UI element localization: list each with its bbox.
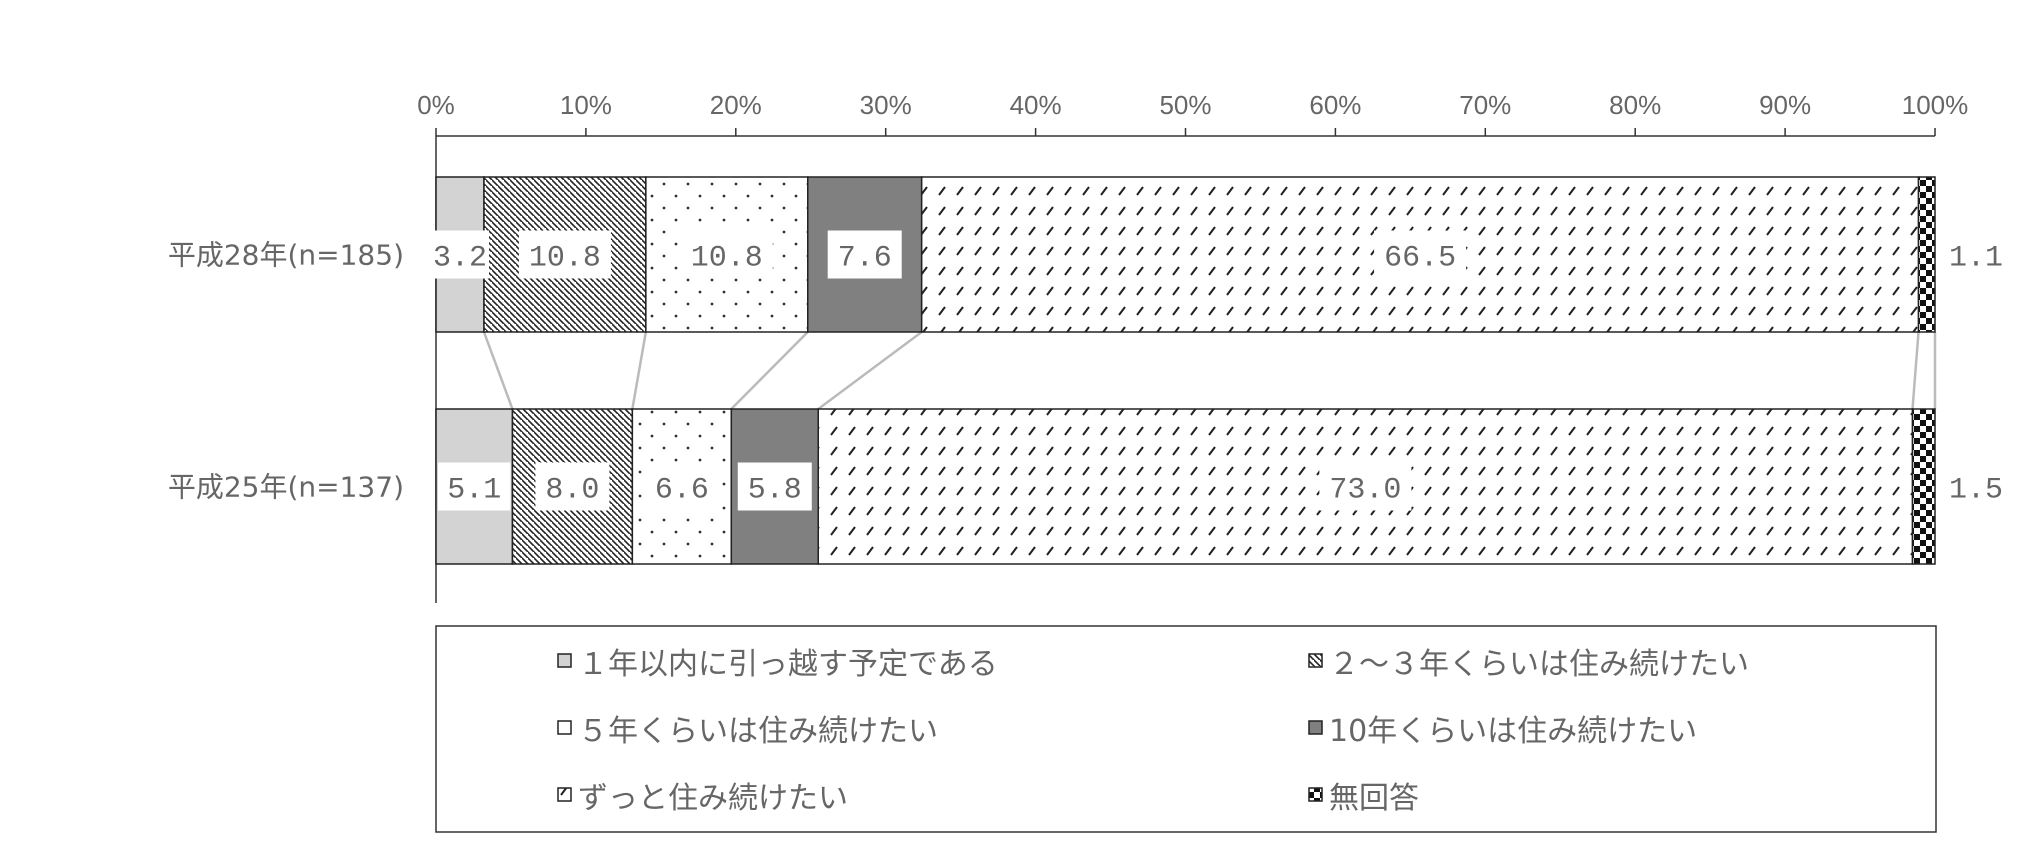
- connector-line: [1911, 331, 1920, 410]
- category-labels: 平成28年(n=185) 平成25年(n=137): [168, 239, 404, 504]
- legend-swatch: [557, 787, 572, 802]
- value-label-background: [737, 462, 812, 511]
- x-tick-label: 50%: [1159, 90, 1211, 120]
- value-labels: 3.2 10.8 10.8 7.6 66.5 1.1 5.1 8.0 6.6 5.8 73.0 1.5: [430, 230, 2003, 511]
- connector-line: [631, 331, 648, 410]
- bar-segment: [1911, 408, 1936, 565]
- category-label: 平成25年(n=137): [168, 471, 404, 504]
- connector-line: [482, 331, 514, 410]
- value-label: 7.6: [838, 242, 892, 276]
- legend-box: [435, 625, 1937, 833]
- legend-swatch: [557, 653, 572, 668]
- connector-line: [817, 330, 923, 411]
- connector-line: [730, 331, 809, 410]
- x-tick-label: 20%: [710, 90, 762, 120]
- x-axis: 0% 10% 20% 30% 40% 50% 60% 70% 80% 90% 100%: [417, 90, 1968, 603]
- value-label: 5.1: [447, 474, 501, 508]
- x-tick-label: 30%: [860, 90, 912, 120]
- value-label: 1.1: [1949, 242, 2003, 276]
- value-label-background: [438, 462, 511, 511]
- value-label: 66.5: [1384, 242, 1456, 276]
- category-label: 平成28年(n=185): [168, 239, 404, 272]
- value-label: 1.5: [1949, 474, 2003, 508]
- legend-label: 無回答: [1329, 781, 1419, 816]
- legend-swatch: [1308, 787, 1323, 802]
- legend-label: 10年くらいは住み続けたい: [1329, 714, 1697, 749]
- value-label-background: [1374, 230, 1467, 279]
- legend-label: ５年くらいは住み続けたい: [578, 714, 938, 749]
- legend: １年以内に引っ越す予定である ２～３年くらいは住み続けたい ５年くらいは住み続けたい…: [435, 625, 1937, 833]
- value-label-background: [535, 462, 610, 511]
- legend-label: ２～３年くらいは住み続けたい: [1329, 647, 1749, 682]
- value-label: 8.0: [545, 474, 599, 508]
- value-label: 3.2: [433, 242, 487, 276]
- value-label: 10.8: [691, 242, 763, 276]
- value-label-background: [827, 230, 902, 279]
- x-tick-label: 70%: [1459, 90, 1511, 120]
- value-label-background: [430, 230, 489, 279]
- bar-segment: [1917, 176, 1936, 333]
- x-tick-label: 10%: [560, 90, 612, 120]
- legend-swatch: [557, 720, 572, 735]
- x-tick-label: 80%: [1609, 90, 1661, 120]
- legend-label: ずっと住み続けたい: [578, 781, 848, 816]
- x-tick-label: 100%: [1902, 90, 1969, 120]
- legend-swatch: [1308, 720, 1323, 735]
- value-label-background: [518, 230, 611, 279]
- value-label-background: [1319, 462, 1412, 511]
- value-label-background: [644, 462, 719, 511]
- legend-swatch: [1308, 653, 1323, 668]
- value-label-background: [680, 230, 773, 279]
- value-label: 73.0: [1329, 474, 1401, 508]
- x-tick-label: 90%: [1759, 90, 1811, 120]
- value-label: 10.8: [529, 242, 601, 276]
- connector-lines: [482, 330, 1937, 411]
- x-tick-label: 0%: [417, 90, 455, 120]
- x-tick-label: 40%: [1010, 90, 1062, 120]
- x-tick-label: 60%: [1309, 90, 1361, 120]
- value-label: 6.6: [655, 474, 709, 508]
- legend-label: １年以内に引っ越す予定である: [578, 647, 998, 682]
- value-label: 5.8: [748, 474, 802, 508]
